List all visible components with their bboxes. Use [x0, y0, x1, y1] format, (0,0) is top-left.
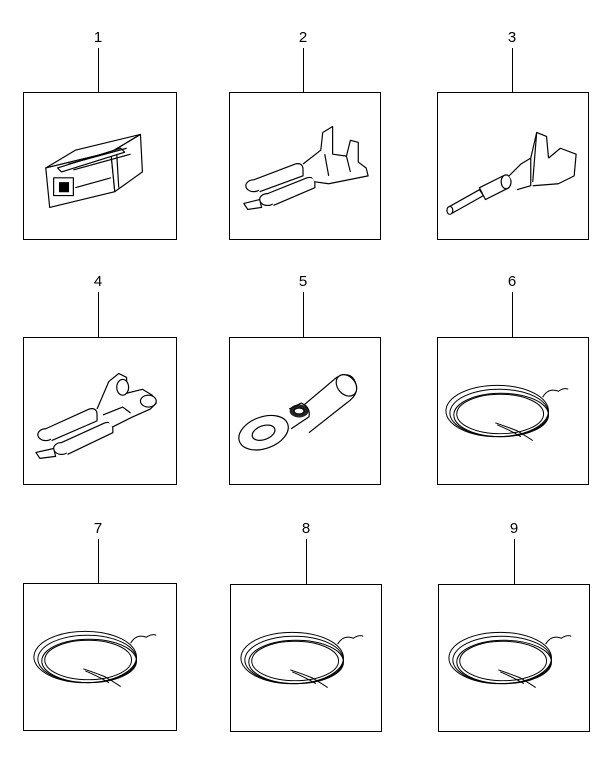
leader-line-1: [98, 48, 99, 93]
part-box-2: [229, 92, 381, 240]
leader-line-9: [514, 539, 515, 585]
part-label-2: 2: [298, 29, 308, 46]
part-box-9: [438, 584, 590, 732]
wire-coil-icon: [445, 384, 569, 442]
leader-line-7: [98, 539, 99, 584]
part-label-6: 6: [507, 273, 517, 290]
part-box-1: [23, 92, 177, 240]
leader-line-5: [303, 292, 304, 338]
part-box-6: [437, 337, 589, 485]
leader-line-6: [512, 292, 513, 338]
leader-line-3: [512, 48, 513, 93]
wire-coil-icon: [33, 630, 157, 688]
pin-terminal-icon: [446, 131, 577, 215]
part-label-4: 4: [93, 273, 103, 290]
connector-housing-icon: [45, 133, 144, 209]
leader-line-8: [306, 539, 307, 585]
leader-line-2: [303, 48, 304, 93]
wire-coil-icon: [240, 631, 364, 689]
part-box-5: [229, 337, 381, 485]
female-spade-terminal-icon: [243, 125, 369, 210]
part-box-4: [23, 337, 177, 485]
part-label-1: 1: [93, 29, 103, 46]
part-label-8: 8: [301, 520, 311, 537]
part-box-7: [23, 583, 177, 731]
part-label-7: 7: [93, 520, 103, 537]
part-box-8: [230, 584, 382, 732]
part-label-3: 3: [507, 29, 517, 46]
part-label-5: 5: [298, 273, 308, 290]
ring-terminal-icon: [238, 374, 358, 451]
part-box-3: [437, 92, 589, 240]
part-label-9: 9: [509, 520, 519, 537]
leader-line-4: [98, 292, 99, 338]
double-female-terminal-icon: [35, 372, 157, 459]
wire-coil-icon: [448, 631, 572, 689]
